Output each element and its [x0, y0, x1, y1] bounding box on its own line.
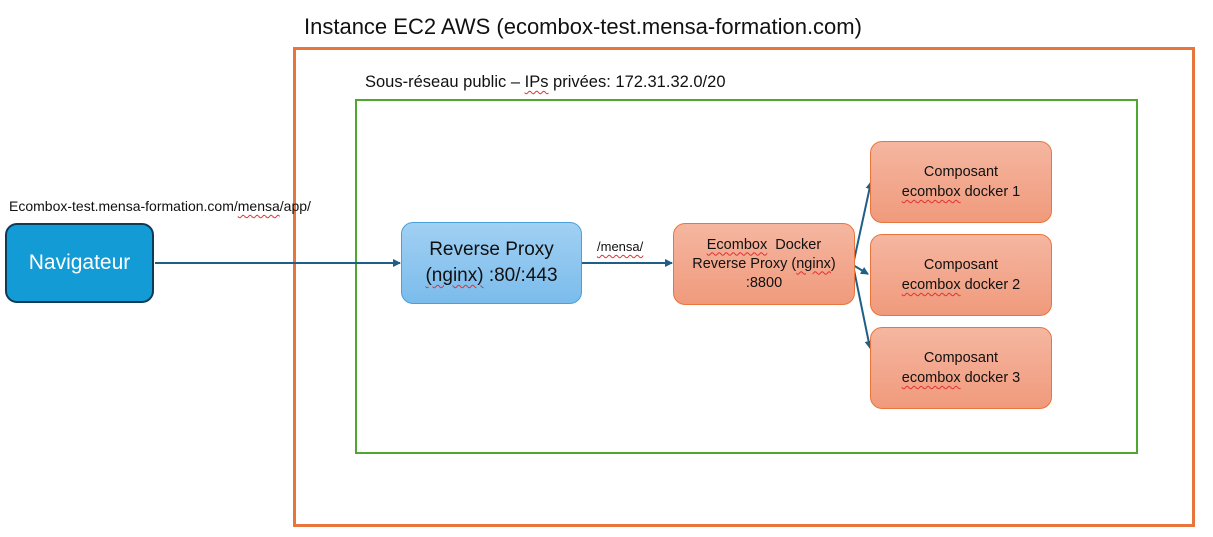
component-subtitle: ecombox docker 2 — [902, 275, 1021, 295]
url-mensa: mensa — [237, 198, 280, 214]
component-subtitle: ecombox docker 1 — [902, 182, 1021, 202]
component-ecombox: ecombox — [901, 370, 961, 386]
component-node-3: Composant ecombox docker 3 — [870, 327, 1052, 409]
url-suffix: /app/ — [279, 198, 311, 214]
arrow-ecombox-to-component-2 — [852, 264, 869, 275]
component-title: Composant — [923, 164, 999, 180]
ecombox-line-1: Ecombox Docker — [707, 236, 821, 255]
browser-url-label: Ecombox-test.mensa-formation.com/mensa/a… — [9, 198, 311, 214]
subnet-title: Sous-réseau public – IPs privées: 172.31… — [365, 73, 726, 92]
component-docker-number: docker 2 — [960, 277, 1021, 293]
component-title: Composant — [923, 350, 999, 366]
component-title: Composant — [923, 257, 999, 273]
component-subtitle: ecombox docker 3 — [902, 368, 1021, 388]
component-docker-number: docker 1 — [960, 184, 1021, 200]
docker-word: Docker — [767, 236, 822, 253]
component-ecombox: ecombox — [901, 277, 961, 293]
arrow-ecombox-to-component-1 — [852, 181, 874, 266]
public-subnet-container — [355, 99, 1138, 454]
component-docker-number: docker 3 — [960, 370, 1021, 386]
component-node-2: Composant ecombox docker 2 — [870, 234, 1052, 316]
component-node-1: Composant ecombox docker 1 — [870, 141, 1052, 223]
reverse-proxy-ports: (nginx) :80/:443 — [425, 263, 557, 289]
ecombox-docker-proxy-node: Ecombox Docker Reverse Proxy (nginx) :88… — [673, 223, 855, 305]
reverse-proxy-nginx: (nginx) — [425, 265, 484, 286]
browser-node-label: Navigateur — [28, 251, 131, 274]
ecombox-nginx: nginx — [796, 255, 831, 272]
arrow-ecombox-to-component-3 — [852, 264, 873, 349]
ecombox-line-2: Reverse Proxy (nginx) — [692, 255, 835, 274]
subnet-title-ips: IPs — [524, 73, 549, 91]
browser-node: Navigateur — [5, 223, 154, 303]
url-prefix: Ecombox-test.mensa-formation.com/ — [9, 198, 238, 214]
subnet-title-suffix: privées: 172.31.32.0/20 — [548, 73, 726, 91]
ec2-instance-container — [293, 47, 1195, 527]
subnet-title-prefix: Sous-réseau public – — [365, 73, 525, 91]
ecombox-port: :8800 — [745, 274, 783, 291]
ecombox-line-2-b: ) — [830, 255, 836, 272]
mensa-path-label: /mensa/ — [597, 239, 644, 254]
component-ecombox: ecombox — [901, 184, 961, 200]
ecombox-word: Ecombox — [706, 236, 768, 253]
reverse-proxy-node: Reverse Proxy (nginx) :80/:443 — [401, 222, 582, 304]
reverse-proxy-title: Reverse Proxy — [429, 239, 554, 260]
ec2-instance-title: Instance EC2 AWS (ecombox-test.mensa-for… — [304, 14, 862, 39]
ecombox-line-2-a: Reverse Proxy ( — [692, 255, 797, 272]
reverse-proxy-port-values: :80/:443 — [483, 265, 558, 286]
